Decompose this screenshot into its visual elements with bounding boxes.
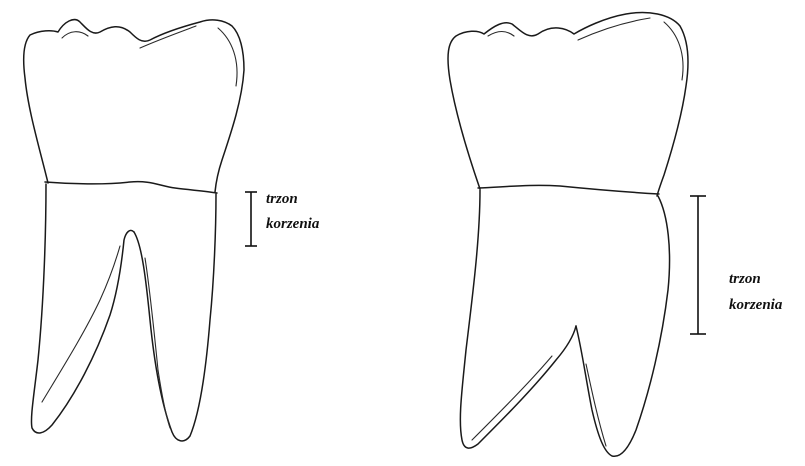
right-tooth-mesial-root (460, 190, 576, 448)
right-tooth-distal-root (576, 196, 670, 456)
right-tooth-cusp-detail (578, 18, 650, 40)
right-label-line2: korzenia (729, 297, 783, 313)
left-root-trunk-annotation: trzon korzenia (245, 191, 320, 246)
left-tooth-distal-root (134, 194, 216, 441)
right-tooth-cusp-detail (488, 32, 514, 37)
left-tooth-cusp-detail (218, 28, 237, 86)
left-tooth (24, 20, 244, 441)
left-tooth-cusp-detail (140, 26, 196, 48)
left-label-line1: trzon (266, 191, 298, 207)
left-label-line2: korzenia (266, 216, 320, 232)
left-tooth-cej-line (45, 182, 217, 193)
right-tooth-cusp-detail (664, 22, 683, 80)
right-label-line1: trzon (729, 271, 761, 287)
right-root-trunk-annotation: trzon korzenia (690, 196, 783, 334)
right-tooth (448, 13, 688, 457)
right-tooth-cej-line (478, 185, 659, 194)
left-tooth-mesial-root (31, 184, 134, 433)
left-tooth-crown-outline (24, 20, 244, 192)
right-tooth-mesial-root-ridge (472, 356, 552, 440)
left-tooth-mesial-root-ridge (42, 246, 120, 402)
right-tooth-crown-outline (448, 13, 688, 197)
left-tooth-cusp-detail (62, 32, 88, 38)
left-tooth-distal-root-ridge (145, 258, 170, 428)
right-tooth-distal-root-ridge (586, 364, 606, 446)
